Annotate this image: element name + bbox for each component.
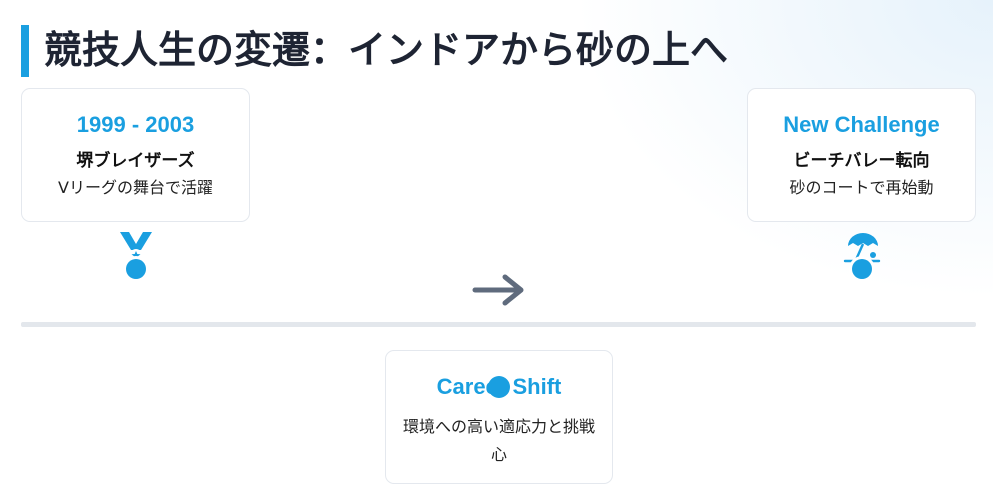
card-period: New Challenge <box>783 112 940 137</box>
timeline-dot <box>488 376 510 398</box>
timeline-card-1999-2003: 1999 - 2003 堺ブレイザーズ Vリーグの舞台で活躍 <box>21 88 250 222</box>
page-title: 競技人生の変遷：インドアから砂の上へ <box>44 28 729 72</box>
timeline-card-new-challenge: New Challenge ビーチバレー転向 砂のコートで再始動 <box>747 88 976 222</box>
medal-icon <box>114 228 158 288</box>
card-description: 環境への高い適応力と挑戦心 <box>402 417 595 464</box>
card-period: 1999 - 2003 <box>76 112 195 137</box>
card-team: 堺ブレイザーズ <box>76 151 195 171</box>
card-description: 砂のコートで再始動 <box>789 178 934 197</box>
card-description: Vリーグの舞台で活躍 <box>58 178 213 197</box>
timeline-card-career-shift: Career Shift 環境への高い適応力と挑戦心 <box>385 350 613 484</box>
card-team: ビーチバレー転向 <box>793 151 930 171</box>
timeline-line <box>21 322 976 327</box>
title-accent-bar <box>21 25 29 77</box>
beach-umbrella-icon <box>840 228 884 288</box>
arrow-right-icon <box>472 274 524 306</box>
